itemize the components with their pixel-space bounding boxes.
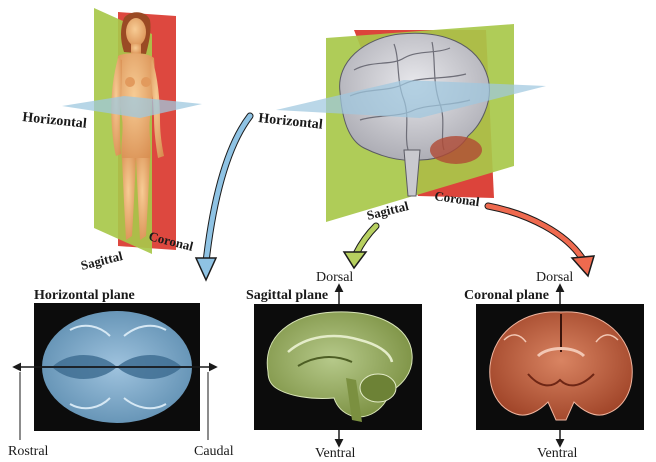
- coronal-dorsal-label: Dorsal: [536, 270, 573, 285]
- label-horizontal-left: Horizontal: [22, 110, 88, 132]
- label-sagittal-left: Sagittal: [79, 248, 124, 273]
- sagittal-dorsal-label: Dorsal: [316, 270, 353, 285]
- coronal-slice-image: [489, 311, 633, 421]
- sagittal-ventral-label: Ventral: [315, 446, 356, 461]
- rostral-label: Rostral: [8, 444, 49, 459]
- body-horizontal-plane: [62, 96, 202, 118]
- coronal-arrowhead: [570, 255, 596, 278]
- brain-planes-group: [276, 24, 546, 222]
- label-horizontal-right: Horizontal: [258, 111, 324, 133]
- brain-horizontal-plane: [276, 80, 546, 118]
- sagittal-slice-image: [266, 311, 413, 422]
- coronal-panel-title: Coronal plane: [464, 288, 549, 303]
- sagittal-plane-panel: Dorsal Sagittal plane Ventral: [246, 270, 422, 461]
- label-coronal-right: Coronal: [434, 188, 481, 209]
- horizontal-panel-title: Horizontal plane: [34, 288, 135, 303]
- horizontal-plane-panel: Horizontal plane Rostral Caudal: [8, 288, 234, 459]
- connector-arrows: [194, 112, 596, 282]
- sagittal-arrowhead: [342, 251, 368, 270]
- caudal-label: Caudal: [194, 444, 234, 459]
- horizontal-arrowhead: [194, 257, 218, 282]
- body-planes-group: [62, 8, 202, 254]
- coronal-plane-panel: Dorsal Coronal plane Ventral: [464, 270, 644, 461]
- coronal-ventral-label: Ventral: [537, 446, 578, 461]
- sagittal-panel-title: Sagittal plane: [246, 288, 328, 303]
- horizontal-connector-arrow: [202, 112, 254, 266]
- human-figure: [111, 12, 164, 240]
- coronal-connector-arrow: [484, 202, 586, 262]
